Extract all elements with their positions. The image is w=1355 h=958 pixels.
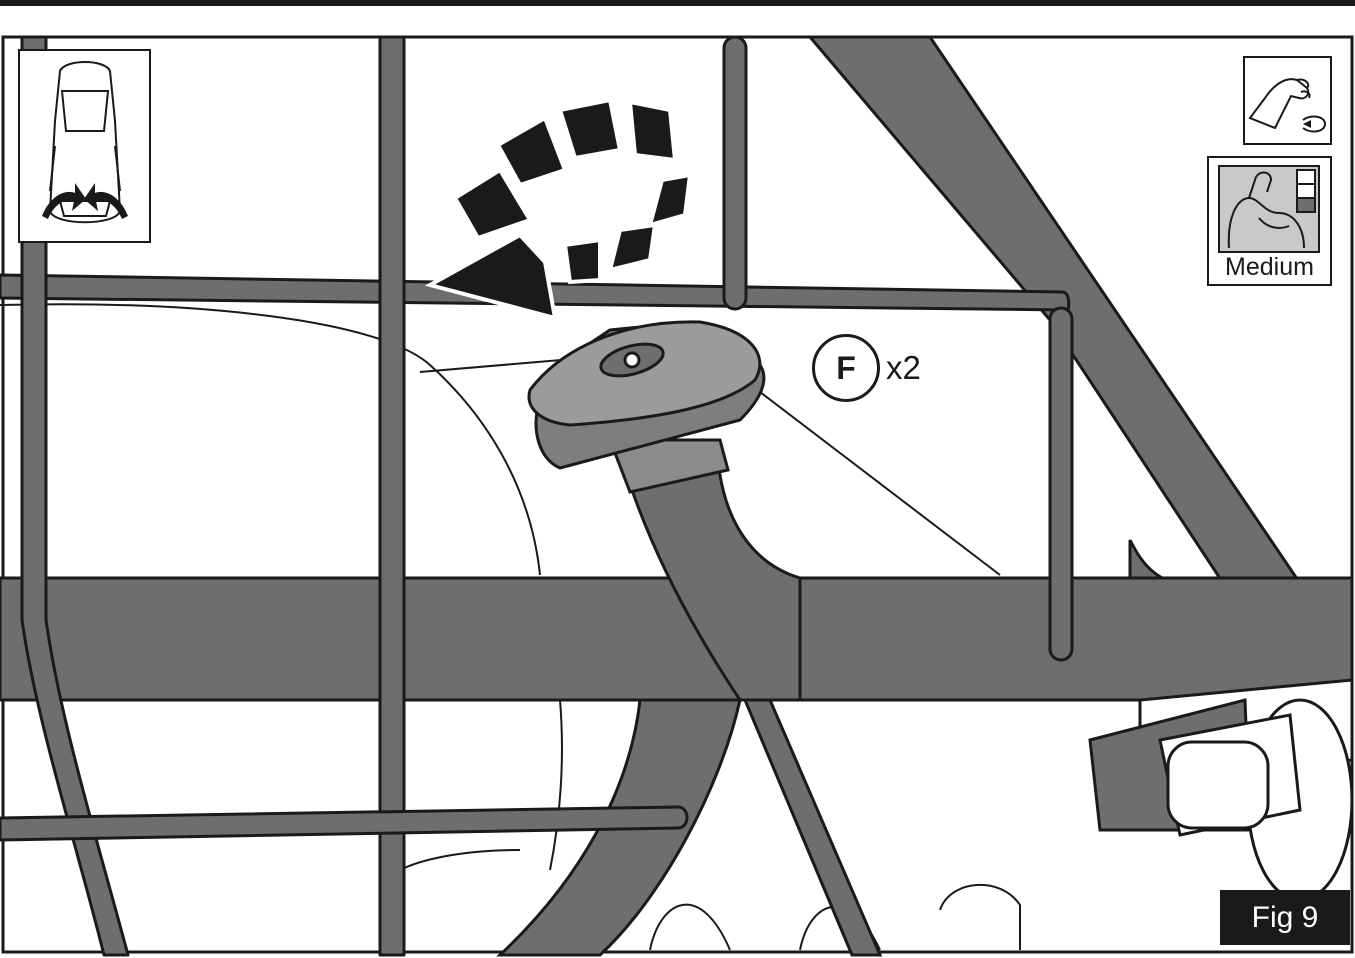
hand-turn-icon: [1243, 56, 1332, 145]
car-top-view-icon: [20, 51, 149, 241]
flexed-arm-icon: [1209, 158, 1330, 254]
car-rear-doors-icon: [18, 49, 151, 243]
part-quantity: x2: [886, 349, 921, 387]
part-letter-badge: F: [812, 334, 880, 402]
strength-level-label: Medium: [1209, 255, 1330, 280]
part-callout: F x2: [812, 334, 921, 402]
hand-icon: [1245, 58, 1330, 143]
strength-indicator: Medium: [1207, 156, 1332, 286]
top-rule: [0, 0, 1355, 6]
figure-label: Fig 9: [1220, 890, 1350, 945]
